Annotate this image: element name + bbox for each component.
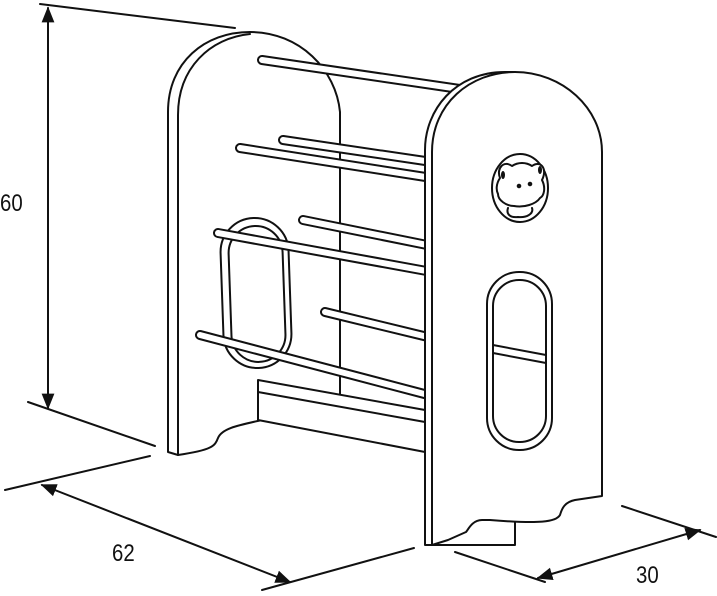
monkey-face-emblem — [491, 153, 549, 223]
dimension-height-label: 60 — [0, 190, 23, 217]
rods — [195, 55, 485, 401]
rod — [215, 230, 435, 275]
dimension-depth-label: 30 — [636, 562, 659, 589]
rod — [259, 57, 483, 95]
rod — [300, 217, 435, 249]
dimension-depth — [454, 505, 717, 583]
front-panel — [424, 71, 603, 546]
rod — [280, 137, 435, 165]
rod — [237, 145, 435, 181]
dimension-width-label: 62 — [112, 540, 135, 567]
rod — [197, 332, 435, 399]
rod — [322, 309, 435, 341]
dimension-height — [27, 3, 236, 447]
dimension-width — [4, 455, 415, 591]
